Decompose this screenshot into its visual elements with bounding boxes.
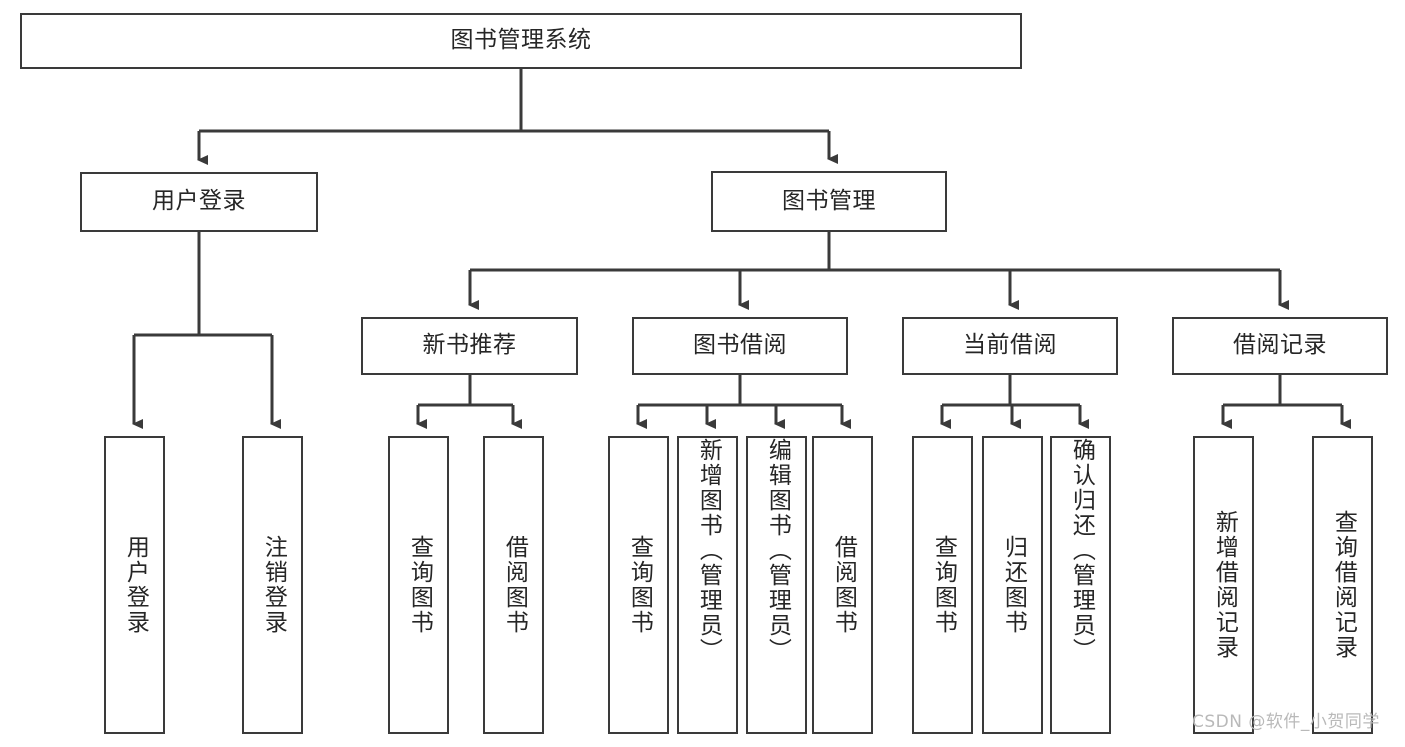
leaf-current-return-book-label: 归还图书 (1000, 535, 1027, 635)
leaf-current-query-book[interactable]: 查询图书 (912, 436, 973, 734)
leaf-current-query-book-label: 查询图书 (930, 535, 957, 635)
leaf-user-logout[interactable]: 注销登录 (242, 436, 303, 734)
node-borrow-record[interactable]: 借阅记录 (1172, 317, 1388, 375)
leaf-current-return-book[interactable]: 归还图书 (982, 436, 1043, 734)
leaf-borrow-do-borrow-label: 借阅图书 (830, 535, 857, 635)
node-borrow-record-label: 借阅记录 (1233, 332, 1327, 359)
node-book-borrow-label: 图书借阅 (693, 332, 787, 359)
leaf-new-borrow-book[interactable]: 借阅图书 (483, 436, 544, 734)
leaf-record-add[interactable]: 新增借阅记录 (1193, 436, 1254, 734)
leaf-borrow-edit-book-label: 编辑图书（管理员） (764, 438, 791, 663)
leaf-user-logout-label: 注销登录 (260, 535, 287, 635)
leaf-borrow-add-book[interactable]: 新增图书（管理员） (677, 436, 738, 734)
leaf-current-confirm-return-label: 确认归还（管理员） (1068, 438, 1095, 663)
leaf-record-query[interactable]: 查询借阅记录 (1312, 436, 1373, 734)
node-book-borrow[interactable]: 图书借阅 (632, 317, 848, 375)
leaf-new-query-book[interactable]: 查询图书 (388, 436, 449, 734)
leaf-borrow-do-borrow[interactable]: 借阅图书 (812, 436, 873, 734)
csdn-watermark: CSDN @软件_小贺同学 (1192, 712, 1380, 732)
leaf-new-borrow-book-label: 借阅图书 (501, 535, 528, 635)
node-current-borrow-label: 当前借阅 (963, 332, 1057, 359)
leaf-current-confirm-return[interactable]: 确认归还（管理员） (1050, 436, 1111, 734)
leaf-borrow-query-book-label: 查询图书 (626, 535, 653, 635)
node-root[interactable]: 图书管理系统 (20, 13, 1022, 69)
leaf-borrow-query-book[interactable]: 查询图书 (608, 436, 669, 734)
leaf-borrow-add-book-label: 新增图书（管理员） (695, 438, 722, 663)
node-book-management-label: 图书管理 (782, 187, 876, 214)
leaf-record-add-label: 新增借阅记录 (1211, 510, 1238, 660)
node-new-book-recommend[interactable]: 新书推荐 (361, 317, 578, 375)
leaf-user-login-label: 用户登录 (122, 535, 149, 635)
node-current-borrow[interactable]: 当前借阅 (902, 317, 1118, 375)
leaf-new-query-book-label: 查询图书 (406, 535, 433, 635)
node-root-label: 图书管理系统 (450, 27, 592, 54)
node-user-login[interactable]: 用户登录 (80, 172, 318, 232)
node-book-management[interactable]: 图书管理 (711, 171, 947, 232)
leaf-borrow-edit-book[interactable]: 编辑图书（管理员） (746, 436, 807, 734)
node-user-login-label: 用户登录 (152, 188, 246, 215)
node-new-book-recommend-label: 新书推荐 (422, 332, 517, 359)
leaf-record-query-label: 查询借阅记录 (1330, 510, 1357, 660)
leaf-user-login[interactable]: 用户登录 (104, 436, 165, 734)
